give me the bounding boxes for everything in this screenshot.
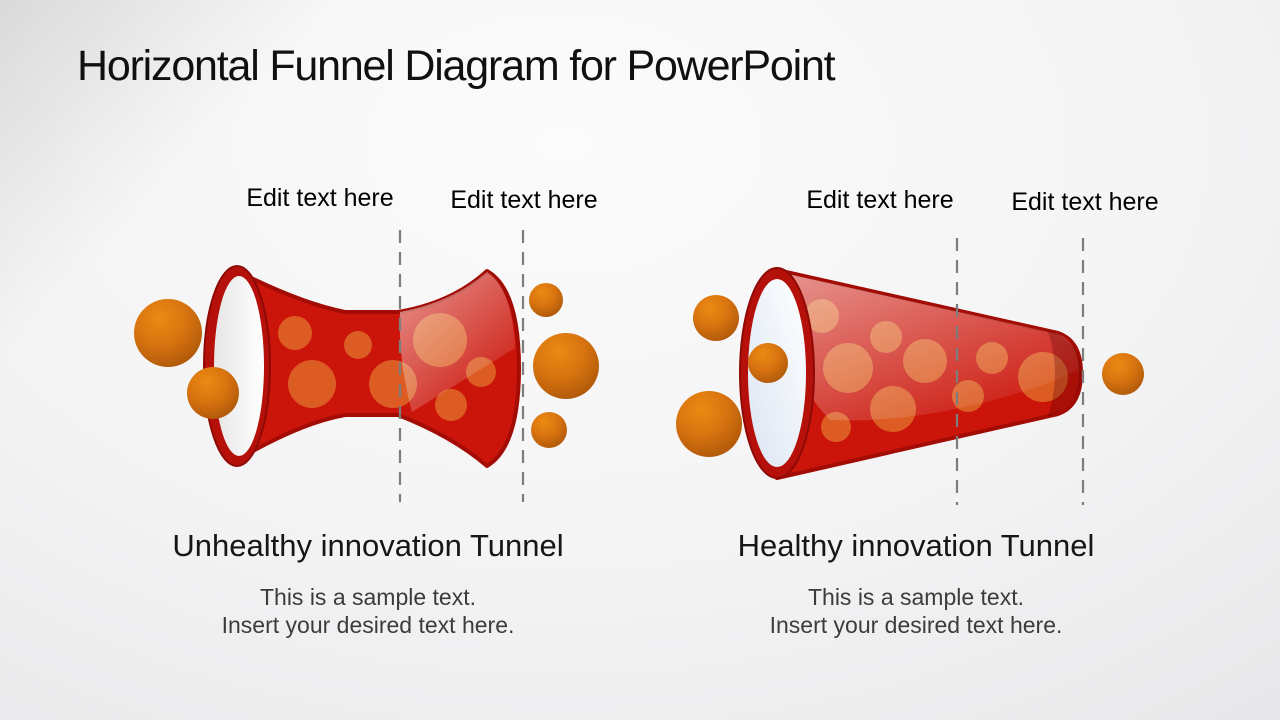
sample-text-line-1: This is a sample text. <box>807 584 1025 610</box>
innovation-ball <box>693 295 739 341</box>
innovation-ball <box>533 333 599 399</box>
funnel-inner-dot <box>278 316 312 350</box>
innovation-ball <box>529 283 563 317</box>
edit-text-placeholder-healthy-1[interactable]: Edit text here <box>806 186 954 214</box>
edit-text-placeholder-healthy-2[interactable]: Edit text here <box>1011 188 1159 216</box>
sample-text-unhealthy[interactable]: This is a sample text. Insert your desir… <box>222 583 515 639</box>
innovation-ball <box>1102 353 1144 395</box>
cone-gloss-highlight <box>779 272 1079 421</box>
funnel-inner-dot <box>344 331 372 359</box>
caption-unhealthy-tunnel[interactable]: Unhealthy innovation Tunnel <box>172 528 564 563</box>
sample-text-line-2: Insert your desired text here. <box>769 612 1063 638</box>
innovation-ball <box>134 299 202 367</box>
edit-text-placeholder-unhealthy-2[interactable]: Edit text here <box>450 186 598 214</box>
bowtie-gloss-highlight <box>399 272 515 412</box>
caption-healthy-tunnel[interactable]: Healthy innovation Tunnel <box>737 528 1095 563</box>
sample-text-line-1: This is a sample text. <box>259 584 477 610</box>
innovation-ball <box>748 343 788 383</box>
innovation-ball <box>676 391 742 457</box>
innovation-ball <box>531 412 567 448</box>
sample-text-healthy[interactable]: This is a sample text. Insert your desir… <box>770 583 1063 639</box>
innovation-ball <box>187 367 239 419</box>
slide-title[interactable]: Horizontal Funnel Diagram for PowerPoint <box>77 42 836 90</box>
cone-cap-shade <box>1048 331 1081 416</box>
bowtie-inner-dots <box>278 272 515 421</box>
funnel-inner-dot <box>435 389 467 421</box>
edit-text-placeholder-unhealthy-1[interactable]: Edit text here <box>246 184 394 212</box>
funnel-healthy-shape[interactable] <box>739 267 1083 480</box>
sample-text-line-2: Insert your desired text here. <box>221 612 515 638</box>
bowtie-opening-white <box>214 276 264 456</box>
funnel-unhealthy-shape[interactable] <box>187 265 521 468</box>
funnel-inner-dot <box>288 360 336 408</box>
cone-inner-dots <box>779 272 1081 442</box>
